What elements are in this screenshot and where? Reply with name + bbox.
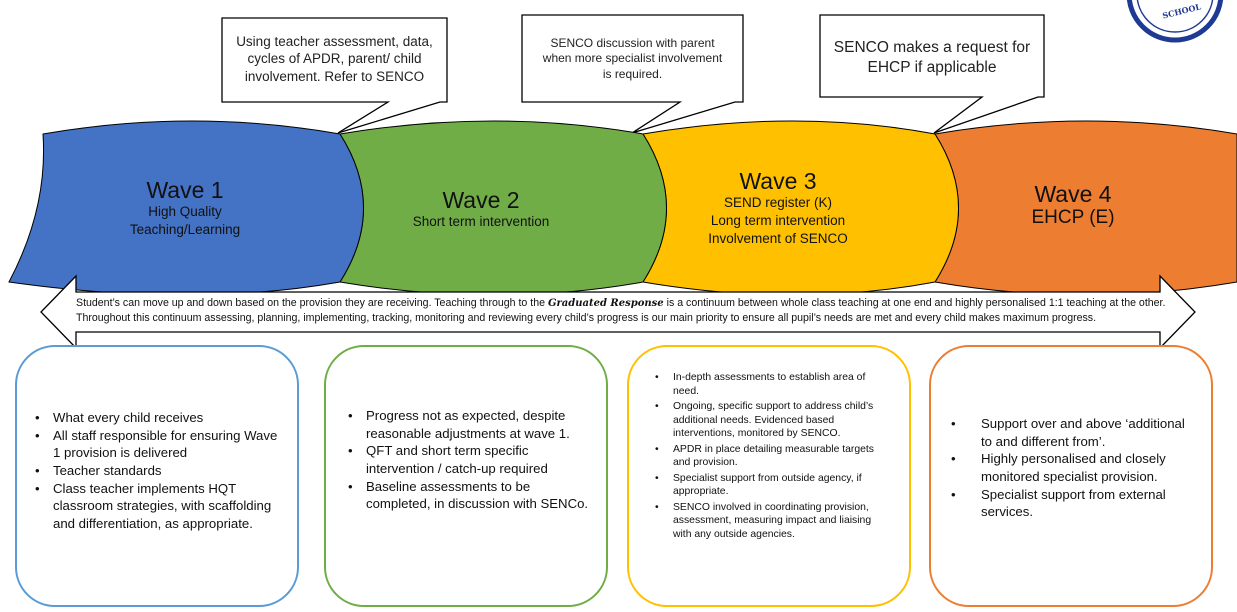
wave-1-title: Wave 1 bbox=[146, 177, 224, 203]
list-item: Class teacher implements HQT classroom s… bbox=[27, 480, 283, 533]
wave-1-details-list: What every child receives All staff resp… bbox=[27, 409, 283, 533]
arrow-text-after: is a continuum between whole class teach… bbox=[76, 297, 1166, 324]
callout-3-line: SENCO makes a request for bbox=[833, 39, 1031, 56]
callout-1-line: Using teacher assessment, data, bbox=[236, 34, 433, 49]
wave-3-line: Long term intervention bbox=[710, 213, 846, 229]
wave-1-text: Wave 1 High Quality Teaching/Learning bbox=[85, 177, 285, 239]
wave-4-details-box: Support over and above ‘additional to an… bbox=[929, 345, 1213, 607]
callout-2-shape bbox=[521, 14, 744, 134]
list-item: APDR in place detailing measurable targe… bbox=[647, 443, 891, 470]
wave-1-line: High Quality bbox=[148, 204, 222, 220]
wave-4-details-list: Support over and above ‘additional to an… bbox=[943, 415, 1193, 521]
callout-2-line: SENCO discussion with parent bbox=[550, 36, 715, 50]
callout-2-text: SENCO discussion with parent when more s… bbox=[522, 36, 743, 82]
wave-3-text: Wave 3 SEND register (K) Long term inter… bbox=[678, 168, 878, 248]
wave-2-text: Wave 2 Short term intervention bbox=[381, 187, 581, 231]
callout-2-line: is required. bbox=[602, 66, 663, 81]
callout-1-shape bbox=[221, 17, 448, 134]
callout-3-text: SENCO makes a request for EHCP if applic… bbox=[820, 38, 1044, 78]
list-item: Teacher standards bbox=[27, 462, 283, 480]
wave-4-title: Wave 4 bbox=[1034, 181, 1112, 207]
list-item: Baseline assessments to be completed, in… bbox=[340, 478, 590, 513]
wave-2-title: Wave 2 bbox=[442, 187, 520, 213]
list-item: QFT and short term specific intervention… bbox=[340, 442, 590, 477]
list-item: Progress not as expected, despite reason… bbox=[340, 407, 590, 442]
list-item: What every child receives bbox=[27, 409, 283, 427]
list-item: Ongoing, specific support to address chi… bbox=[647, 400, 891, 441]
callout-3-line: EHCP if applicable bbox=[867, 58, 997, 76]
wave-1-shape bbox=[8, 120, 364, 296]
list-item: In-depth assessments to establish area o… bbox=[647, 371, 891, 398]
callout-3-shape bbox=[819, 14, 1045, 134]
wave-2-details-box: Progress not as expected, despite reason… bbox=[324, 345, 608, 607]
wave-2-line: Short term intervention bbox=[412, 214, 550, 230]
callout-1-line: cycles of APDR, parent/ child bbox=[247, 51, 422, 67]
continuum-arrow-text: Student’s can move up and down based on … bbox=[76, 296, 1166, 326]
graduated-response-label: Graduated Response bbox=[547, 298, 664, 309]
wave-3-details-list: In-depth assessments to establish area o… bbox=[647, 371, 891, 541]
list-item: Support over and above ‘additional to an… bbox=[943, 415, 1193, 450]
wave-1-line: Teaching/Learning bbox=[129, 222, 241, 238]
list-item: Specialist support from outside agency, … bbox=[647, 472, 891, 499]
logo-label: SCHOOL bbox=[1161, 1, 1202, 21]
wave-4-text: Wave 4 EHCP (E) bbox=[973, 181, 1173, 229]
list-item: Specialist support from external service… bbox=[943, 486, 1193, 521]
wave-4-line: EHCP (E) bbox=[1031, 207, 1115, 229]
callout-1-line: involvement. Refer to SENCO bbox=[244, 68, 425, 84]
wave-1-details-box: What every child receives All staff resp… bbox=[15, 345, 299, 607]
wave-3-line: SEND register (K) bbox=[723, 195, 833, 211]
list-item: Highly personalised and closely monitore… bbox=[943, 450, 1193, 485]
wave-2-details-list: Progress not as expected, despite reason… bbox=[340, 407, 590, 513]
callout-2-line: when more specialist involvement bbox=[542, 51, 723, 66]
wave-3-title: Wave 3 bbox=[739, 168, 817, 194]
arrow-text-before: Student’s can move up and down based on … bbox=[76, 297, 548, 309]
continuum-arrow-shape bbox=[40, 274, 1196, 350]
list-item: All staff responsible for ensuring Wave … bbox=[27, 427, 283, 462]
list-item: SENCO involved in coordinating provision… bbox=[647, 501, 891, 542]
callout-1-text: Using teacher assessment, data, cycles o… bbox=[222, 33, 447, 85]
wave-3-details-box: In-depth assessments to establish area o… bbox=[627, 345, 911, 607]
school-logo-text: SCHOOL bbox=[1120, 0, 1220, 26]
school-logo bbox=[1126, 0, 1224, 43]
wave-3-line: Involvement of SENCO bbox=[708, 231, 848, 247]
